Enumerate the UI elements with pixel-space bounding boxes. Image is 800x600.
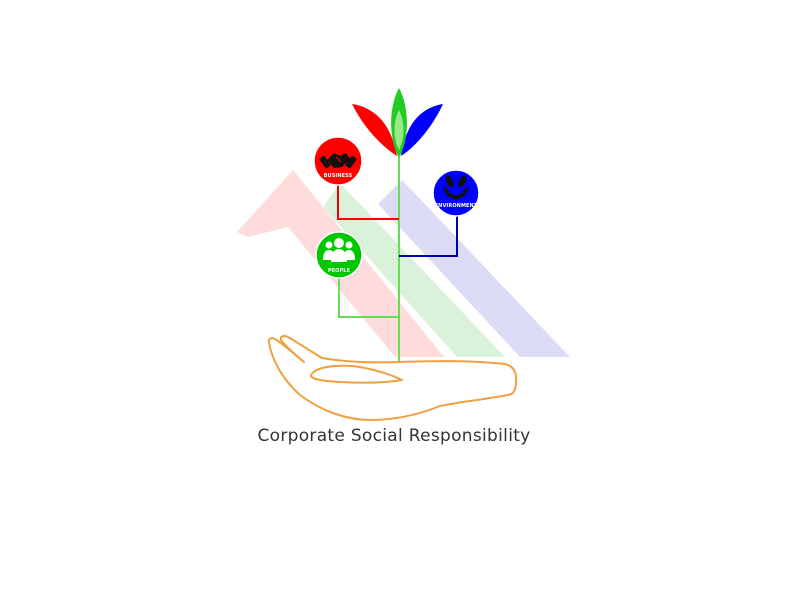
node-business: BUSINESS xyxy=(314,137,362,185)
background-bands xyxy=(237,170,570,357)
node-people: PEOPLE xyxy=(316,232,362,278)
node-environment-label: ENVIRONMENT xyxy=(435,203,478,209)
node-environment: ENVIRONMENT xyxy=(433,170,479,216)
diagram-caption: Corporate Social Responsibility xyxy=(257,426,530,446)
plant-flower xyxy=(352,88,443,158)
node-business-label: BUSINESS xyxy=(324,173,353,179)
node-people-label: PEOPLE xyxy=(328,268,351,274)
petal-blue xyxy=(401,104,443,156)
node-environment-circle xyxy=(433,170,479,216)
